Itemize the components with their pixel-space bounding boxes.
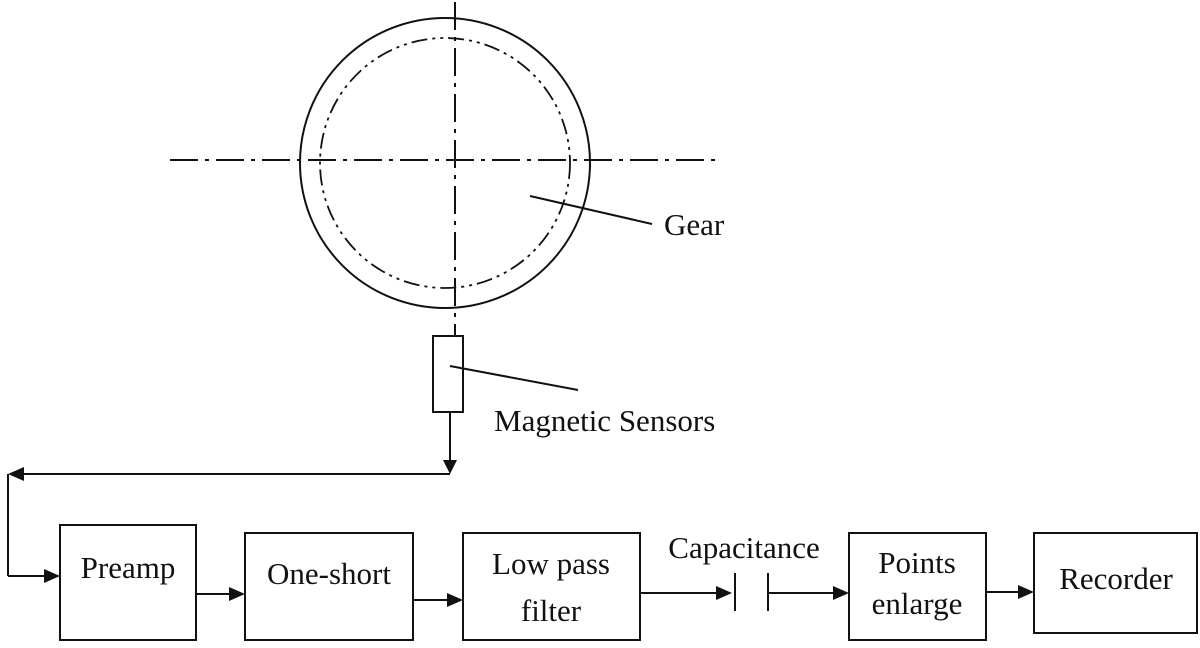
sensor-output-arrowhead xyxy=(443,460,457,474)
gear-outer-circle xyxy=(299,17,591,309)
oneshort-input-arrowhead xyxy=(229,587,245,601)
points-label-line1: Points xyxy=(878,545,956,580)
feedback-arrowhead xyxy=(8,467,24,481)
points-input-arrowhead xyxy=(833,586,849,600)
lowpass-input-arrowhead xyxy=(447,593,463,607)
preamp-input-arrowhead xyxy=(44,569,60,583)
capacitance-label: Capacitance xyxy=(668,530,819,565)
sensor-label: Magnetic Sensors xyxy=(494,403,715,438)
capacitor-input-arrowhead xyxy=(716,586,732,600)
sensor-leader-line xyxy=(449,365,579,391)
points-label-line2: enlarge xyxy=(872,586,963,621)
recorder-block xyxy=(1033,532,1198,634)
magnetic-sensor xyxy=(432,335,464,413)
recorder-label: Recorder xyxy=(1059,561,1173,596)
points-enlarge-block xyxy=(848,532,987,641)
one-short-block xyxy=(244,532,414,641)
gear-pitch-circle xyxy=(319,37,571,289)
low-pass-filter-block xyxy=(462,532,641,641)
gear-label: Gear xyxy=(664,207,725,242)
gear-leader-line xyxy=(529,195,653,225)
one-short-label: One-short xyxy=(267,556,391,591)
preamp-block xyxy=(59,524,197,641)
low-pass-label-line2: filter xyxy=(521,593,582,628)
gear xyxy=(170,2,720,335)
low-pass-label-line1: Low pass xyxy=(492,546,610,581)
recorder-input-arrowhead xyxy=(1018,585,1034,599)
preamp-label: Preamp xyxy=(81,550,176,585)
